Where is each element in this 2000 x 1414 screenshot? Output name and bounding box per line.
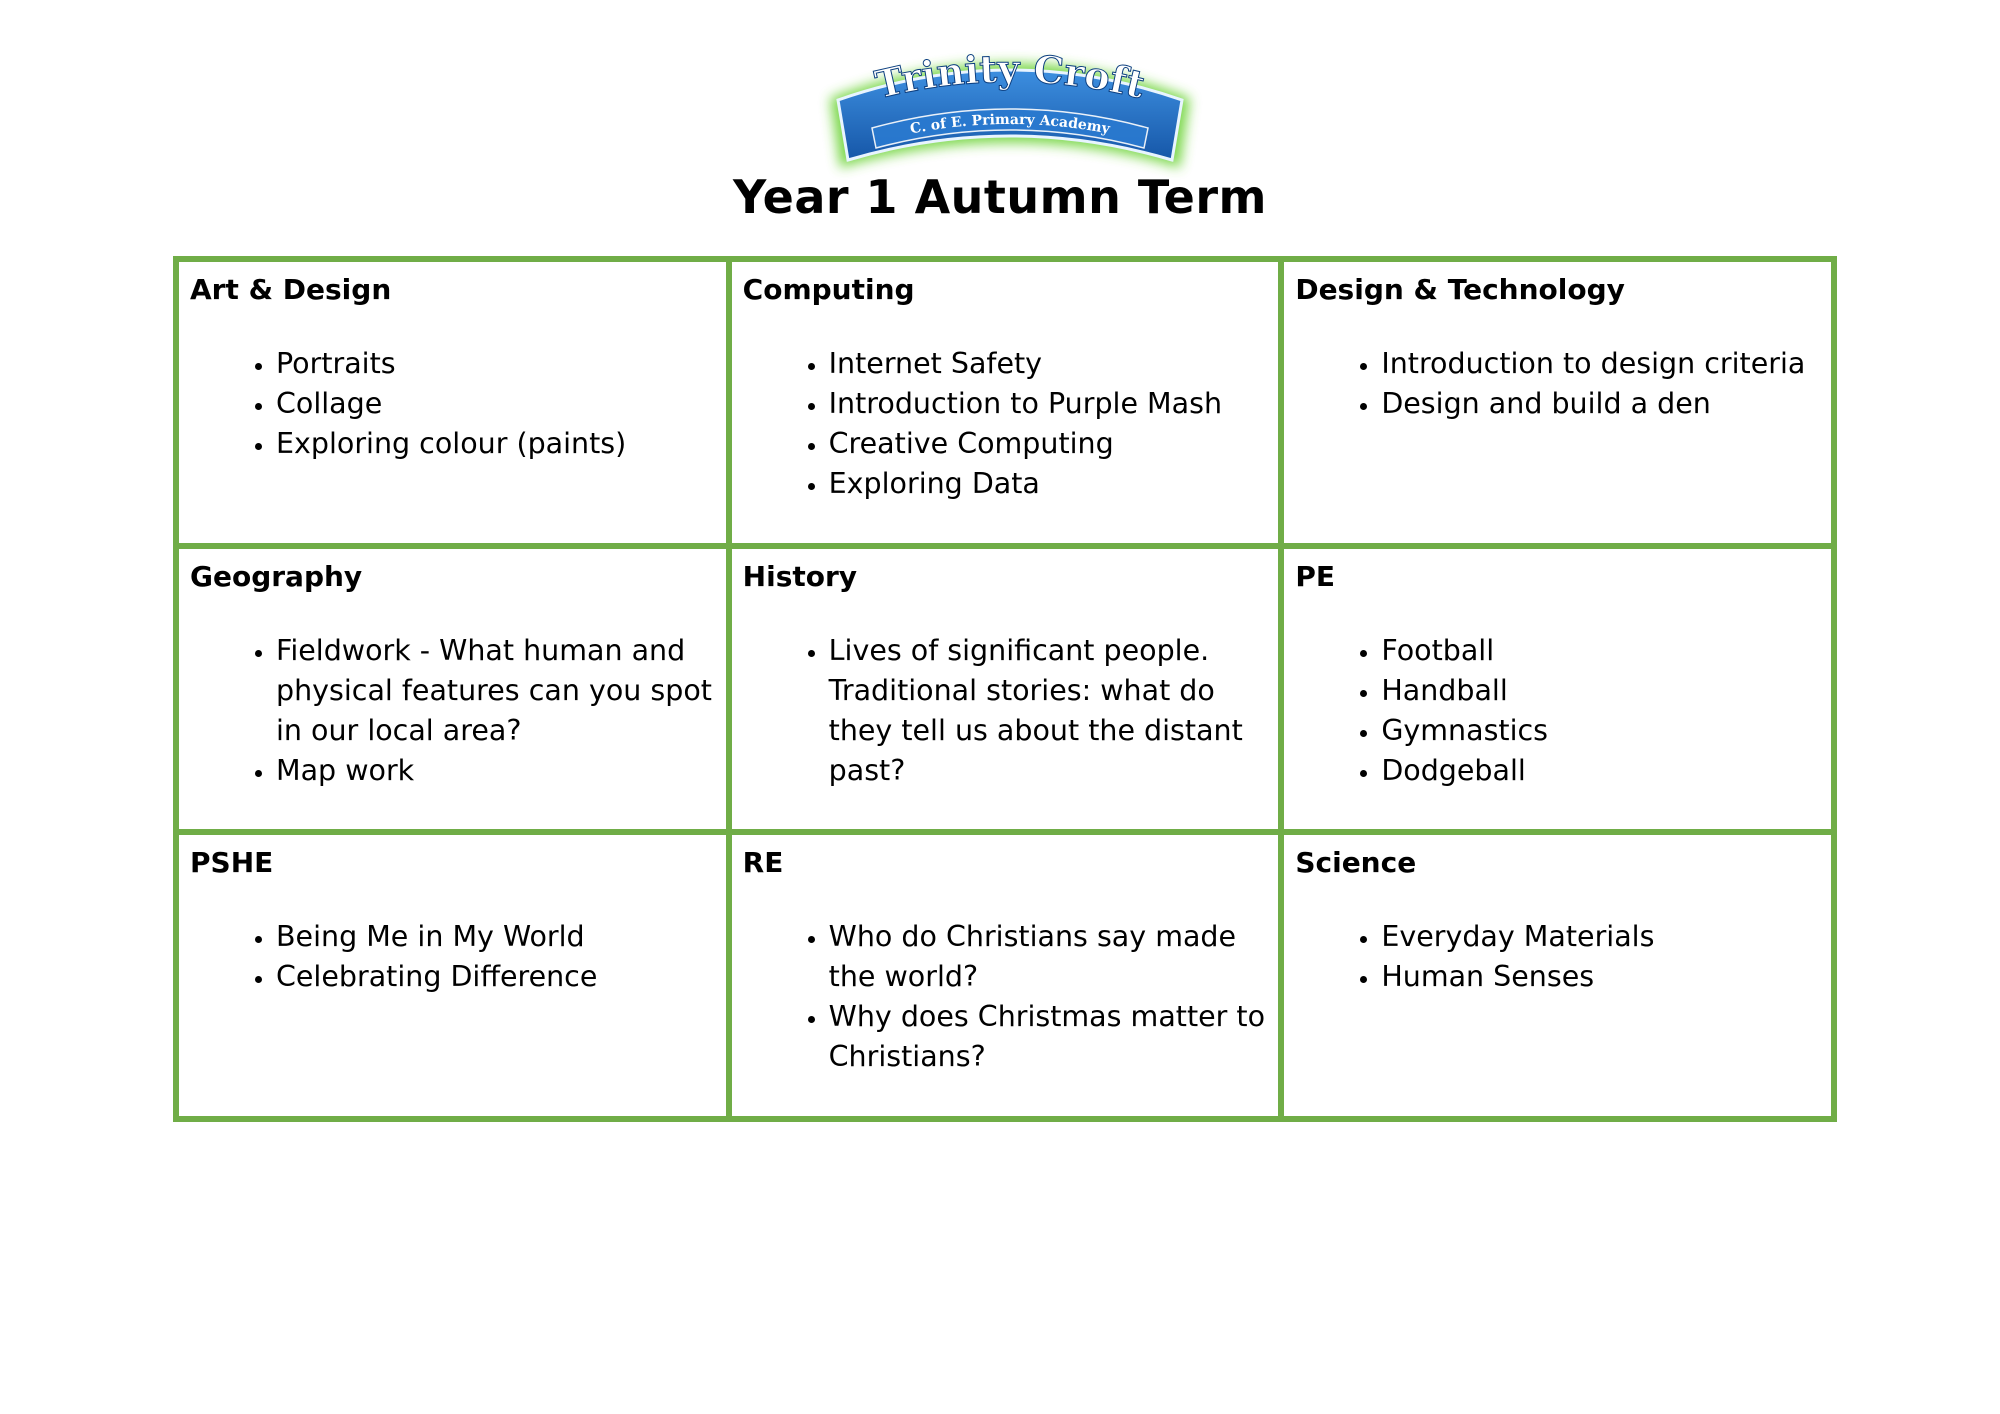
svg-text:Trinity Croft: Trinity Croft — [871, 46, 1150, 107]
topic-item: Lives of significant people. Traditional… — [829, 631, 1269, 791]
topic-item: Collage — [276, 384, 716, 424]
page-title: Year 1 Autumn Term — [733, 170, 1267, 224]
topic-list: Everyday MaterialsHuman Senses — [1295, 917, 1821, 997]
subject-cell-re: RE Who do Christians say made the world?W… — [731, 835, 1279, 1116]
subject-cell-science: ScienceEveryday MaterialsHuman Senses — [1284, 835, 1831, 1116]
topic-item: Football — [1381, 631, 1821, 671]
topic-item: Who do Christians say made the world? — [829, 917, 1269, 997]
topic-item: Exploring Data — [829, 464, 1269, 504]
subject-cell-design-technology: Design & TechnologyIntroduction to desig… — [1284, 262, 1831, 543]
topic-list: FootballHandballGymnasticsDodgeball — [1295, 631, 1821, 791]
subject-cell-pshe: PSHE Being Me in My WorldCelebrating Diff… — [179, 835, 726, 1116]
topic-item: Introduction to Purple Mash — [829, 384, 1269, 424]
topic-item: Exploring colour (paints) — [276, 424, 716, 464]
subject-title: PSHE — [190, 846, 274, 880]
topic-item: Portraits — [276, 344, 716, 384]
subject-cell-history: HistoryLives of significant people. Trad… — [731, 548, 1279, 830]
subject-cell-geography: GeographyFieldwork - What human and phys… — [179, 548, 726, 830]
school-logo: Trinity Croft C. of E. Primary Academy — [830, 45, 1190, 168]
topic-list: Who do Christians say made the world?Why… — [743, 917, 1269, 1077]
topic-item: Handball — [1381, 671, 1821, 711]
topic-item: Gymnastics — [1381, 711, 1821, 751]
subject-title: History — [742, 559, 858, 593]
subject-title: Art & Design — [190, 273, 392, 306]
topic-item: Design and build a den — [1381, 384, 1821, 424]
subject-title: RE — [742, 846, 784, 880]
subject-title: PE — [1295, 559, 1335, 593]
subject-title: Geography — [190, 559, 363, 593]
topic-item: Creative Computing — [829, 424, 1269, 464]
topic-item: Introduction to design criteria — [1381, 344, 1821, 384]
subject-cell-computing: ComputingInternet SafetyIntroduction to … — [731, 262, 1279, 543]
topic-item: Fieldwork - What human and physical feat… — [276, 631, 716, 751]
topic-list: Lives of significant people. Traditional… — [743, 631, 1269, 791]
topic-item: Internet Safety — [829, 344, 1269, 384]
topic-item: Dodgeball — [1381, 751, 1821, 791]
topic-item: Map work — [276, 751, 716, 791]
subject-cell-pe: PE FootballHandballGymnasticsDodgeball — [1284, 548, 1831, 830]
topic-list: Being Me in My WorldCelebrating Differen… — [190, 917, 716, 997]
subject-grid: Art & DesignPortraitsCollageExploring co… — [173, 256, 1837, 1122]
topic-list: PortraitsCollageExploring colour (paints… — [190, 344, 716, 464]
topic-item: Being Me in My World — [276, 917, 716, 957]
subject-title: Design & Technology — [1295, 273, 1625, 306]
topic-item: Why does Christmas matter to Christians? — [829, 997, 1269, 1077]
topic-item: Human Senses — [1381, 957, 1821, 997]
subject-title: Science — [1295, 846, 1417, 880]
subject-cell-art-design: Art & DesignPortraitsCollageExploring co… — [179, 262, 726, 543]
subject-title: Computing — [742, 273, 915, 306]
topic-item: Everyday Materials — [1381, 917, 1821, 957]
topic-list: Fieldwork - What human and physical feat… — [190, 631, 716, 791]
topic-item: Celebrating Difference — [276, 957, 716, 997]
topic-list: Introduction to design criteriaDesign an… — [1295, 344, 1821, 424]
topic-list: Internet SafetyIntroduction to Purple Ma… — [743, 344, 1269, 504]
logo-name: Trinity Croft — [871, 45, 1151, 107]
